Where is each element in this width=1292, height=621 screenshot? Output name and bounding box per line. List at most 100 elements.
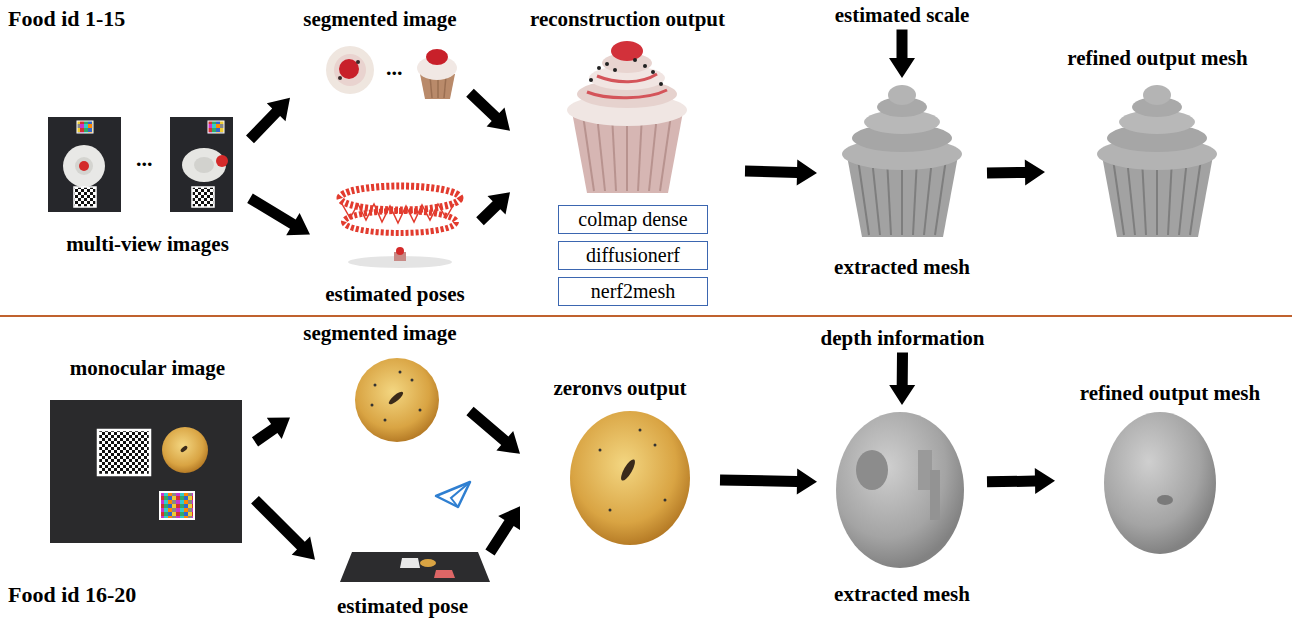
- monocular-photo-part: [180, 445, 189, 453]
- photo-side-view: [170, 117, 233, 212]
- segmented-bagel-part: [384, 419, 387, 422]
- photo-top-view-part: [77, 121, 93, 133]
- stage-label: segmented image: [303, 321, 456, 345]
- flow-arrow: [251, 496, 315, 560]
- segmented-bagel-part: [411, 379, 414, 382]
- zeronvs-bagel-part: [654, 444, 657, 447]
- segmented-cupcake-part: [338, 76, 342, 80]
- stage-panel: segmented image: [290, 320, 470, 450]
- stage-panel: refined output mesh: [1045, 45, 1270, 250]
- reconstructed-cupcake-part: [597, 66, 601, 70]
- stage-panel: reconstruction output: [510, 6, 745, 198]
- flow-arrow: [987, 468, 1055, 494]
- stage-label: zeronvs output: [553, 376, 686, 400]
- segmented-cupcake-part: [326, 46, 374, 94]
- photo-top-view-part: [75, 157, 93, 175]
- refined-mesh-bagel: [1104, 412, 1216, 554]
- flow-arrow: [252, 418, 290, 447]
- stage-label: refined output mesh: [1067, 46, 1247, 70]
- photo-top-view-part: [48, 117, 121, 212]
- extracted-mesh: [842, 85, 962, 237]
- ellipsis-mark: ...: [136, 146, 153, 171]
- stage-panel: estimated pose: [315, 545, 490, 619]
- camera-poses-part: [396, 247, 404, 255]
- zeronvs-bagel-part: [639, 429, 642, 432]
- segmented-cupcake: [326, 46, 457, 99]
- method-box: diffusionerf: [558, 241, 708, 270]
- flow-arrow: [720, 468, 817, 494]
- camera-icon-part: [451, 482, 470, 507]
- refined-mesh-bagel-part: [1157, 495, 1173, 505]
- reconstructed-cupcake-part: [583, 115, 594, 191]
- flow-arrow: [889, 352, 915, 405]
- monocular-photo-part: [162, 427, 208, 473]
- segmented-bagel-part: [355, 358, 439, 442]
- camera-poses-part: [342, 204, 454, 223]
- monocular-photo: [50, 400, 242, 543]
- monocular-photo-part: [160, 492, 194, 519]
- monocular-photo-part: [50, 400, 242, 543]
- stage-panel: estimated poses: [310, 175, 480, 307]
- camera-icon: [436, 482, 470, 507]
- stage-panel: depth information: [790, 324, 1015, 353]
- ellipsis-mark: ...: [386, 55, 403, 80]
- flow-arrow: [466, 89, 510, 131]
- stage-label: estimated poses: [325, 282, 464, 306]
- refined-mesh-bagel-part: [1104, 412, 1216, 554]
- reconstructed-cupcake-part: [659, 82, 663, 86]
- stage-panel: monocular image: [40, 355, 255, 548]
- extracted-mesh-bagel-part: [856, 450, 888, 490]
- extracted-mesh-bagel-part: [836, 412, 964, 568]
- pose-plane: [340, 552, 490, 582]
- flow-arrow: [987, 159, 1045, 185]
- stage-panel: segmented image: [290, 6, 470, 108]
- reconstructed-cupcake-part: [605, 62, 609, 66]
- segmented-bagel: [355, 358, 439, 442]
- section-label: Food id 16-20: [8, 582, 136, 607]
- stage-panel: extracted mesh: [817, 78, 987, 280]
- segmented-cupcake-part: [334, 54, 366, 86]
- photo-top-view-part: [63, 145, 105, 187]
- camera-poses: [340, 186, 460, 268]
- stage-label: depth information: [821, 326, 985, 350]
- segmented-cupcake-part: [444, 76, 446, 98]
- camera-poses-part: [340, 186, 460, 210]
- flow-arrow: [745, 159, 817, 185]
- photo-side-view-part: [216, 155, 228, 167]
- segmented-bagel-part: [399, 371, 402, 374]
- photo-side-view-part: [208, 121, 224, 133]
- segmented-cupcake-part: [426, 49, 448, 65]
- section-label: Food id 1-15: [8, 6, 125, 31]
- reconstructed-cupcake-part: [589, 78, 593, 82]
- flow-arrow: [476, 192, 510, 225]
- photo-side-view-part: [170, 117, 233, 212]
- flow-arrow: [247, 194, 310, 236]
- refined-mesh: [1097, 85, 1217, 237]
- photo-side-view-part: [192, 187, 214, 207]
- stage-panel: refined output mesh: [1055, 380, 1285, 560]
- segmented-cupcake-part: [356, 60, 360, 64]
- method-name: diffusionerf: [586, 244, 680, 267]
- camera-icon-part: [436, 482, 470, 507]
- method-name: nerf2mesh: [591, 280, 675, 303]
- stage-label: refined output mesh: [1080, 381, 1260, 405]
- reconstructed-cupcake-part: [633, 58, 637, 62]
- method-box: colmap dense: [558, 205, 708, 234]
- flow-arrow: [485, 506, 520, 555]
- stage-label: reconstruction output: [530, 7, 725, 31]
- stage-label: multi-view images: [66, 232, 229, 256]
- pose-plane-part: [340, 552, 490, 582]
- stage-label: monocular image: [70, 356, 225, 380]
- pose-plane-part: [434, 570, 455, 578]
- segmented-bagel-part: [371, 404, 374, 407]
- reconstructed-cupcake-part: [597, 74, 657, 82]
- flow-arrow: [466, 407, 520, 454]
- reconstructed-cupcake: [567, 41, 687, 193]
- zeronvs-bagel-part: [570, 411, 690, 545]
- method-box: nerf2mesh: [558, 277, 708, 306]
- segmented-bagel-part: [419, 409, 422, 412]
- stage-label: estimated scale: [835, 3, 970, 27]
- zeronvs-bagel-part: [619, 458, 638, 483]
- stage-panel: multi-view images: [45, 110, 250, 257]
- photo-top-view: [48, 117, 121, 212]
